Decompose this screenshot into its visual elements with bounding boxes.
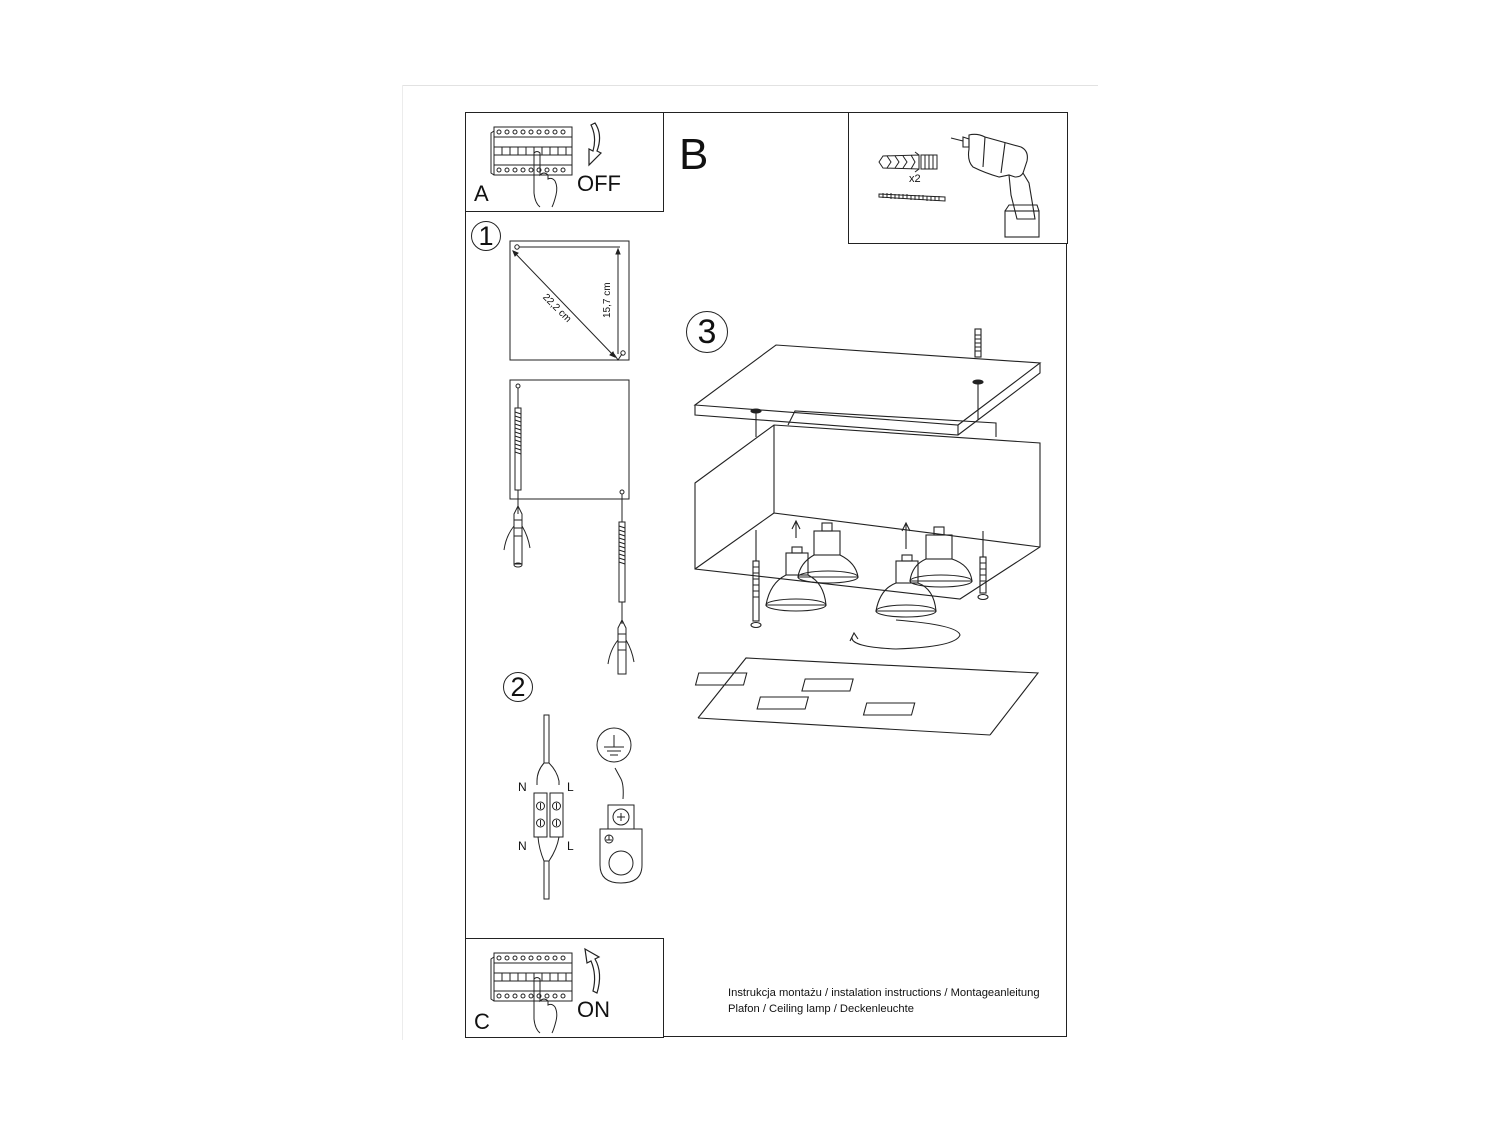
page-edge-top xyxy=(402,85,1098,86)
power-state-label: OFF xyxy=(577,171,621,196)
step-number-3: 3 xyxy=(686,311,728,353)
panel-required-tools: x2 xyxy=(848,112,1068,244)
ground-terminal-diagram xyxy=(596,727,643,884)
panel-c-power-on: C ON xyxy=(465,938,664,1038)
neutral-label-top: N xyxy=(518,780,527,794)
panel-a-power-off: A OFF xyxy=(465,112,664,212)
footer-line-instructions: Instrukcja montażu / instalation instruc… xyxy=(728,987,1040,999)
live-label-top: L xyxy=(567,780,574,794)
power-state-label: ON xyxy=(577,997,610,1022)
live-label-bottom: L xyxy=(567,839,574,853)
step-number-2: 2 xyxy=(503,672,533,702)
footer-caption: Instrukcja montażu / instalation instruc… xyxy=(728,985,1040,1017)
screw-icon xyxy=(878,193,946,202)
step-number-1: 1 xyxy=(471,221,501,251)
instruction-frame xyxy=(465,112,1067,1037)
panel-letter: C xyxy=(474,1009,490,1034)
mounting-screws-diagram xyxy=(503,379,635,675)
terminal-block-wiring-diagram xyxy=(533,714,564,900)
neutral-label-bottom: N xyxy=(518,839,527,853)
page-edge-left xyxy=(402,85,403,1040)
circuit-breaker-icon xyxy=(490,126,573,208)
power-drill-icon xyxy=(950,133,1040,238)
panel-letter: A xyxy=(474,181,489,206)
arrow-up-icon xyxy=(584,947,601,994)
arrow-down-icon xyxy=(588,122,603,167)
wall-plug-icon xyxy=(878,151,938,173)
footer-line-product: Plafon / Ceiling lamp / Deckenleuchte xyxy=(728,1003,914,1015)
vertical-measurement: 15,7 cm xyxy=(602,282,613,318)
drill-template-diagram xyxy=(509,240,630,361)
circuit-breaker-icon xyxy=(490,952,573,1034)
lamp-assembly-diagram xyxy=(693,328,1042,736)
section-letter-b: B xyxy=(679,130,709,179)
quantity-label: x2 xyxy=(909,173,921,185)
